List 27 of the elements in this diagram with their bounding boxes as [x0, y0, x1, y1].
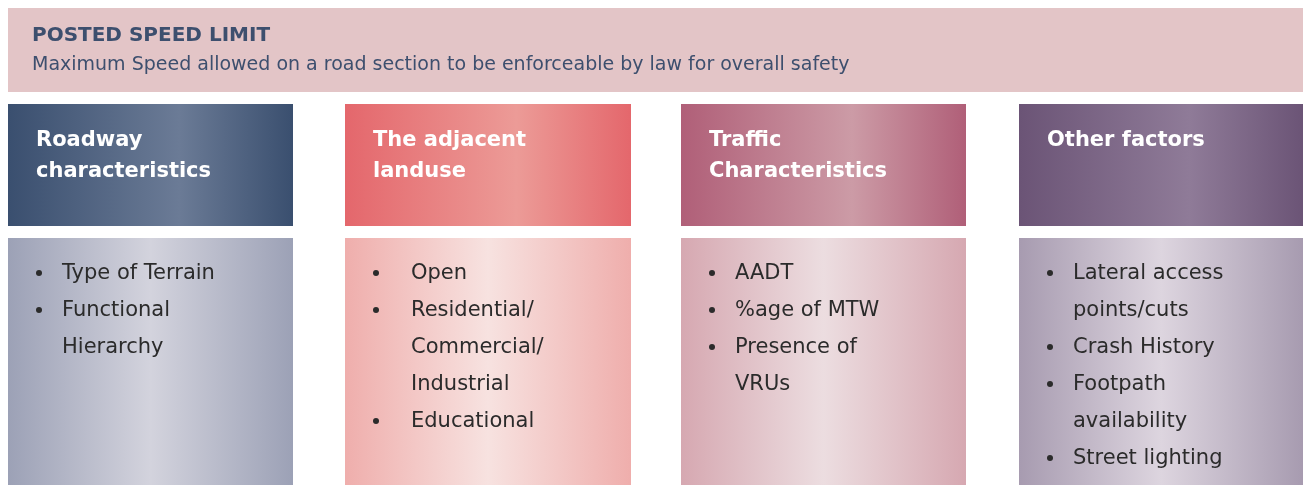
bullet-item: Residential/ Commercial/ Industrial [411, 297, 544, 395]
factor-list-panel [1019, 238, 1303, 485]
bullet-item: Educational [411, 408, 535, 432]
header-text: Other factors [1047, 126, 1206, 153]
subtitle: Maximum Speed allowed on a road section to be enforceable by law for overall safety [32, 52, 850, 74]
header-text: Traffic Characteristics [709, 126, 889, 184]
bullet-item: Footpath availability [1073, 371, 1188, 432]
header-text: Roadway characteristics [36, 126, 213, 184]
bullet-item: Lateral access points/cuts [1073, 260, 1224, 321]
factor-list-panel [8, 238, 293, 485]
title: POSTED SPEED LIMIT [32, 22, 271, 46]
category-header [1019, 104, 1303, 226]
bullet-item: Open [411, 260, 468, 284]
bullet-item: Street lighting [1073, 445, 1223, 469]
category-header [345, 104, 631, 226]
bullet-item: Presence of VRUs [735, 334, 857, 395]
factor-list-panel [681, 238, 966, 485]
bullet-item: Functional Hierarchy [62, 297, 171, 358]
title-banner [8, 8, 1303, 92]
factor-list-panel [345, 238, 631, 485]
category-header [681, 104, 966, 226]
bullet-item: Crash History [1073, 334, 1215, 358]
bullet-item: AADT [735, 260, 794, 284]
category-header [8, 104, 293, 226]
bullet-item: %age of MTW [735, 297, 880, 321]
bullet-item: Type of Terrain [62, 260, 215, 284]
header-text: The adjacent landuse [373, 126, 528, 184]
